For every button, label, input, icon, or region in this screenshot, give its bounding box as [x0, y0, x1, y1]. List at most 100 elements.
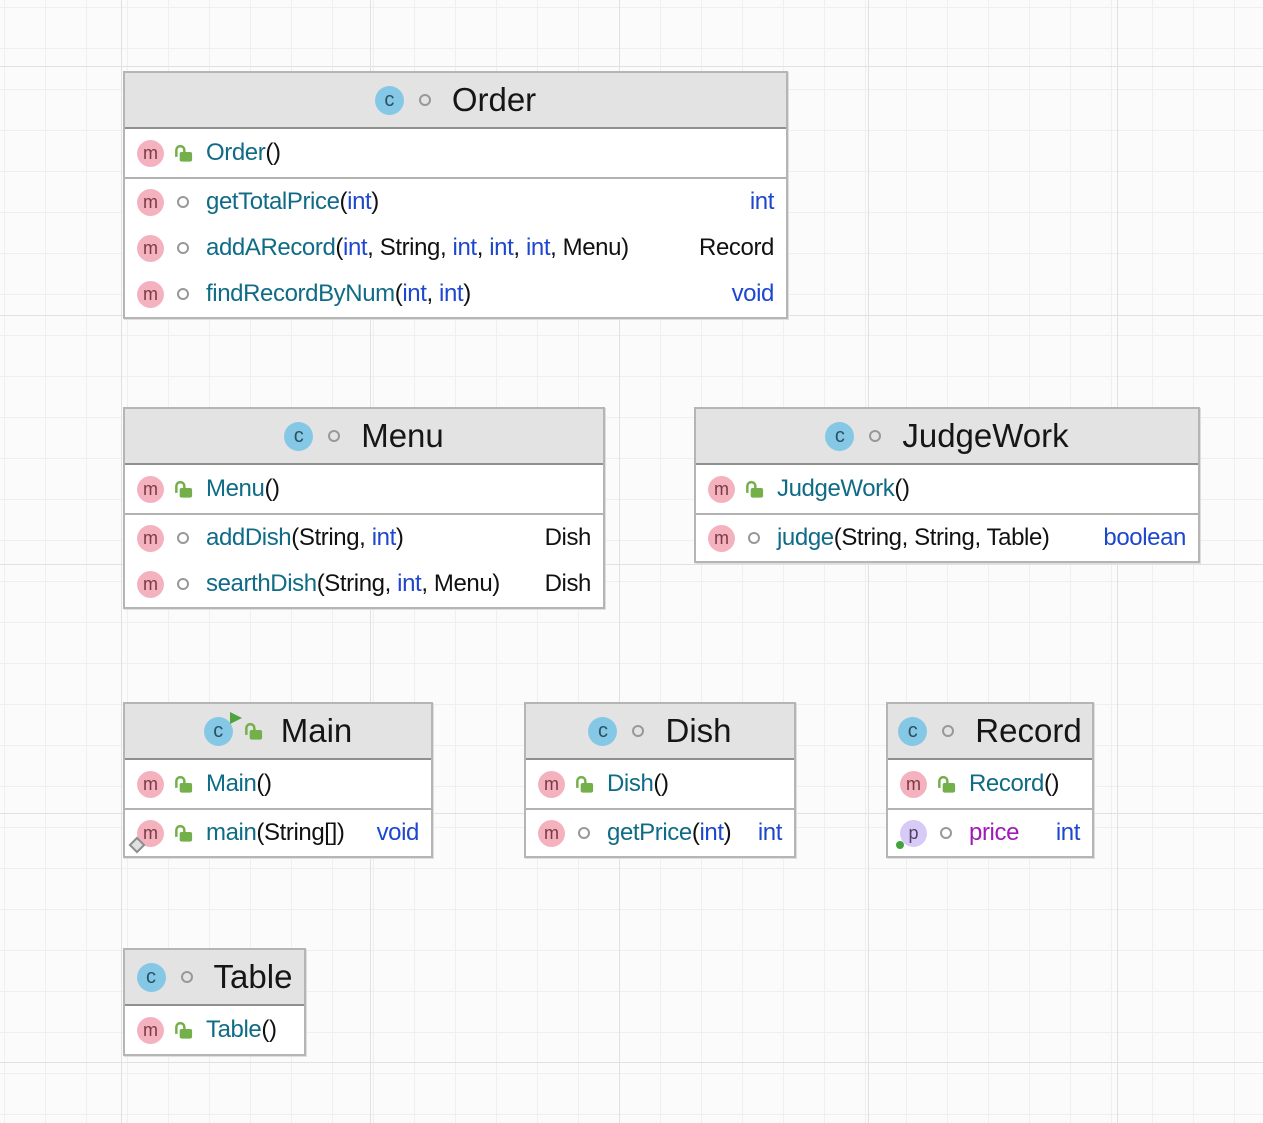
return-type: Record	[699, 234, 774, 261]
class-box[interactable]: c JudgeWork m JudgeWork() m judge(String, Str…	[694, 407, 1200, 563]
member-signature: main(String[])	[206, 819, 345, 846]
member-signature: JudgeWork()	[777, 475, 910, 502]
class-icon: c	[825, 421, 855, 451]
visibility-public-lock-icon	[573, 773, 595, 795]
member-signature: getTotalPrice(int)	[206, 188, 379, 215]
member-signature: addARecord(int, String, int, int, int, M…	[206, 234, 629, 261]
member-signature: Order()	[206, 139, 281, 166]
member-signature: Record()	[969, 770, 1060, 797]
method-icon: m	[708, 475, 735, 503]
return-type: void	[376, 819, 420, 846]
method-icon: m	[538, 819, 565, 847]
class-header[interactable]: c Table	[125, 950, 304, 1006]
method-icon: m	[128, 819, 164, 853]
member-signature: Main()	[206, 770, 272, 797]
class-icon: c	[136, 962, 166, 992]
member-row[interactable]: m main(String[]) void	[125, 810, 431, 856]
member-signature: searthDish(String, int, Menu)	[206, 570, 500, 597]
method-icon: m	[137, 234, 164, 262]
visibility-public-lock-icon	[935, 773, 957, 795]
constructor-section: m JudgeWork()	[696, 465, 1198, 513]
member-signature: addDish(String, int)	[206, 524, 404, 551]
class-name: Record	[975, 712, 1082, 749]
member-row[interactable]: p price int	[888, 810, 1092, 856]
visibility-package-ring-icon	[172, 242, 194, 254]
run-overlay-icon	[229, 711, 242, 724]
visibility-package-ring-icon	[176, 971, 198, 983]
visibility-package-ring-icon	[172, 288, 194, 300]
class-name: Dish	[665, 712, 732, 749]
member-signature: judge(String, String, Table)	[777, 524, 1050, 551]
member-row[interactable]: m JudgeWork()	[696, 465, 1198, 513]
visibility-public-lock-icon	[172, 822, 194, 844]
class-icon: c	[374, 85, 404, 115]
visibility-public-lock-icon	[172, 773, 194, 795]
return-type: int	[1055, 819, 1081, 846]
method-icon: m	[137, 524, 164, 552]
member-signature: Dish()	[607, 770, 669, 797]
return-type: void	[731, 280, 775, 307]
visibility-package-ring-icon	[937, 725, 959, 737]
visibility-package-ring-icon	[172, 532, 194, 544]
constructor-section: m Dish()	[526, 760, 794, 808]
visibility-package-ring-icon	[172, 196, 194, 208]
member-row[interactable]: m judge(String, String, Table) boolean	[696, 515, 1198, 561]
method-icon: m	[538, 770, 565, 798]
visibility-public-lock-icon	[172, 478, 194, 500]
constructor-section: m Record()	[888, 760, 1092, 808]
member-signature: price	[969, 819, 1020, 846]
visibility-public-lock-icon	[172, 142, 194, 164]
method-icon: m	[137, 570, 164, 598]
visibility-package-ring-icon	[935, 827, 957, 839]
class-name: JudgeWork	[902, 417, 1069, 454]
return-type: boolean	[1103, 524, 1186, 551]
members-section: m main(String[]) void	[125, 808, 431, 856]
visibility-package-ring-icon	[172, 578, 194, 590]
visibility-package-ring-icon	[414, 94, 436, 106]
class-name: Menu	[361, 417, 444, 454]
method-icon: m	[137, 475, 164, 503]
class-name: Table	[213, 958, 293, 995]
method-icon: m	[708, 524, 735, 552]
property-icon: p	[896, 819, 927, 849]
method-icon: m	[137, 188, 164, 216]
getter-dot-icon	[896, 840, 904, 849]
method-icon: m	[137, 280, 164, 308]
member-row[interactable]: m Dish()	[526, 760, 794, 808]
return-type: int	[757, 819, 783, 846]
method-icon: m	[900, 770, 927, 798]
visibility-package-ring-icon	[743, 532, 765, 544]
member-row[interactable]: m Record()	[888, 760, 1092, 808]
visibility-public-lock-icon	[172, 1019, 194, 1041]
class-header[interactable]: c JudgeWork	[696, 409, 1198, 465]
members-section: p price int	[888, 808, 1092, 856]
class-icon: c	[203, 711, 242, 746]
member-row[interactable]: m addARecord(int, String, int, int, int, …	[125, 225, 786, 271]
